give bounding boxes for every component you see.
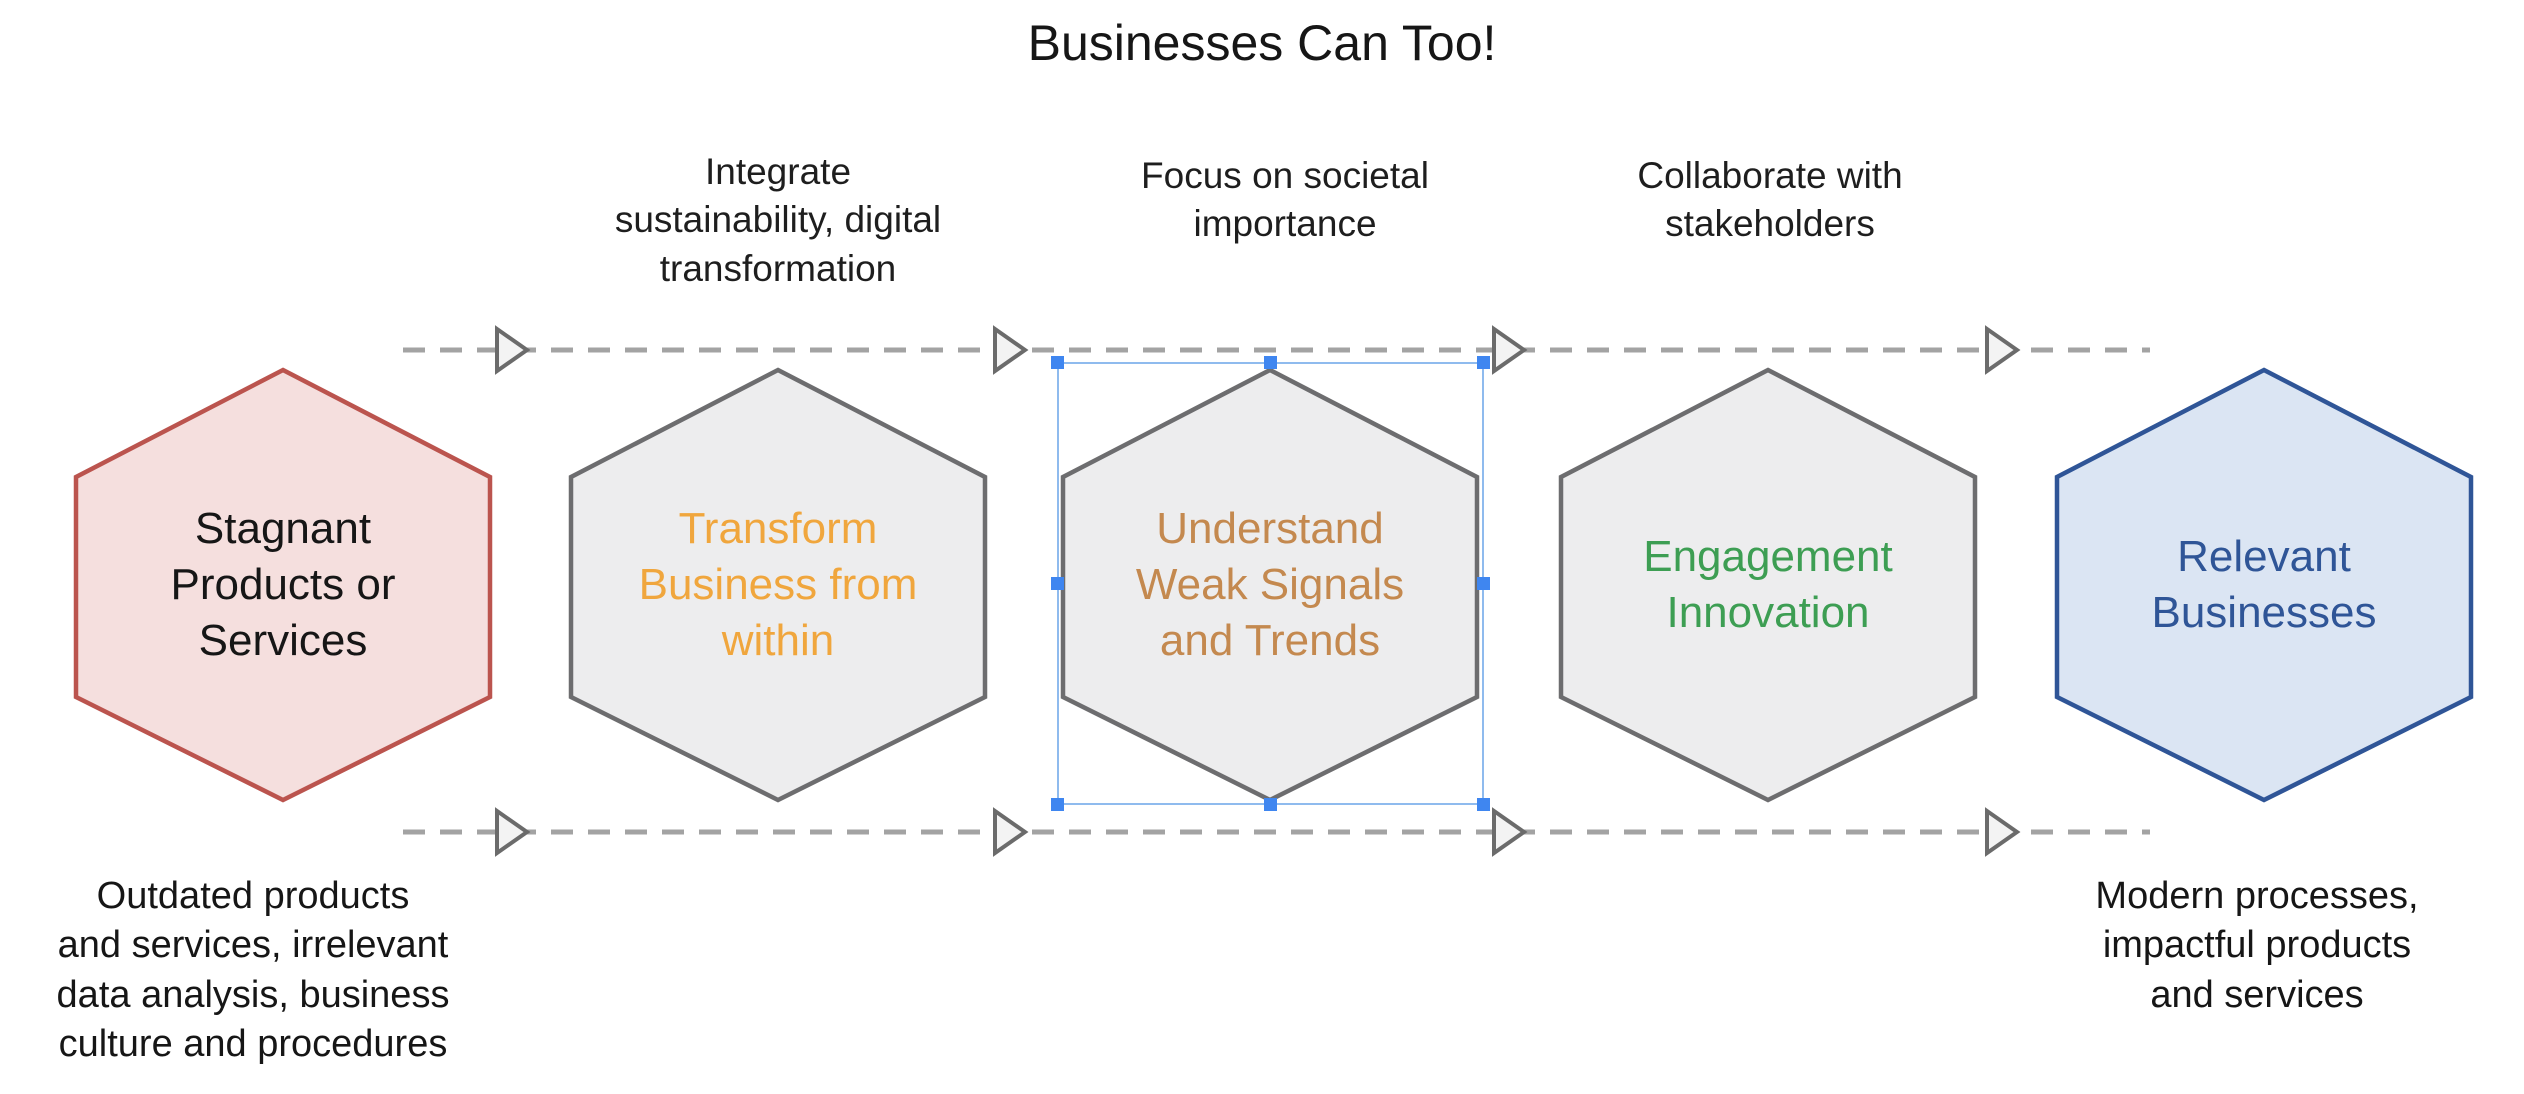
selection-handle-ne[interactable] [1477,356,1490,369]
arrowhead-icon [1492,807,1528,857]
hexagon-label: Engagement Innovation [1643,531,1893,637]
arrowhead-icon [495,807,531,857]
hexagon-label: Relevant Businesses [2151,531,2377,637]
stage-hexagon-transform-business[interactable]: Transform Business from within [568,367,988,803]
arrowhead-icon [1492,325,1528,375]
arrowhead-icon [993,325,1029,375]
transition-label-3: Collaborate with stakeholders [1637,155,1903,245]
annotation-right: Modern processes, impactful products and… [2095,875,2419,1016]
top-flow-arrow[interactable] [403,325,2150,375]
transition-label-1: Integrate sustainability, digital transf… [614,151,942,289]
arrowhead-icon [993,807,1029,857]
selection-handle-n[interactable] [1263,356,1277,369]
stage-hexagon-relevant-businesses[interactable]: Relevant Businesses [2054,367,2474,803]
arrowhead-icon [1985,807,2021,857]
bottom-flow-arrow[interactable] [403,807,2150,857]
diagram-title: Businesses Can Too! [1027,15,1497,71]
arrowhead-icon [1985,325,2021,375]
arrowhead-icon [495,325,531,375]
selection-handle-e[interactable] [1477,576,1490,590]
hexagon-label: Understand Weak Signals and Trends [1135,503,1405,666]
stage-hexagon-stagnant-products[interactable]: Stagnant Products or Services [73,367,493,803]
hexagon-shape [73,367,493,803]
stage-hexagon-engagement-innovation[interactable]: Engagement Innovation [1558,367,1978,803]
selection-handle-w[interactable] [1051,576,1064,590]
hexagon-shape [2054,367,2474,803]
selection-handle-sw[interactable] [1051,798,1064,811]
hexagon-shape [1558,367,1978,803]
selection-handle-s[interactable] [1263,798,1277,811]
hexagon-label: Transform Business from within [638,503,918,666]
selection-box [1051,356,1490,811]
annotation-left: Outdated products and services, irreleva… [56,875,450,1066]
transition-label-2: Focus on societal importance [1141,155,1429,245]
hexagon-shape [568,367,988,803]
selection-handle-se[interactable] [1477,798,1490,811]
hexagon-label: Stagnant Products or Services [170,503,396,666]
selection-handle-nw[interactable] [1051,356,1064,369]
